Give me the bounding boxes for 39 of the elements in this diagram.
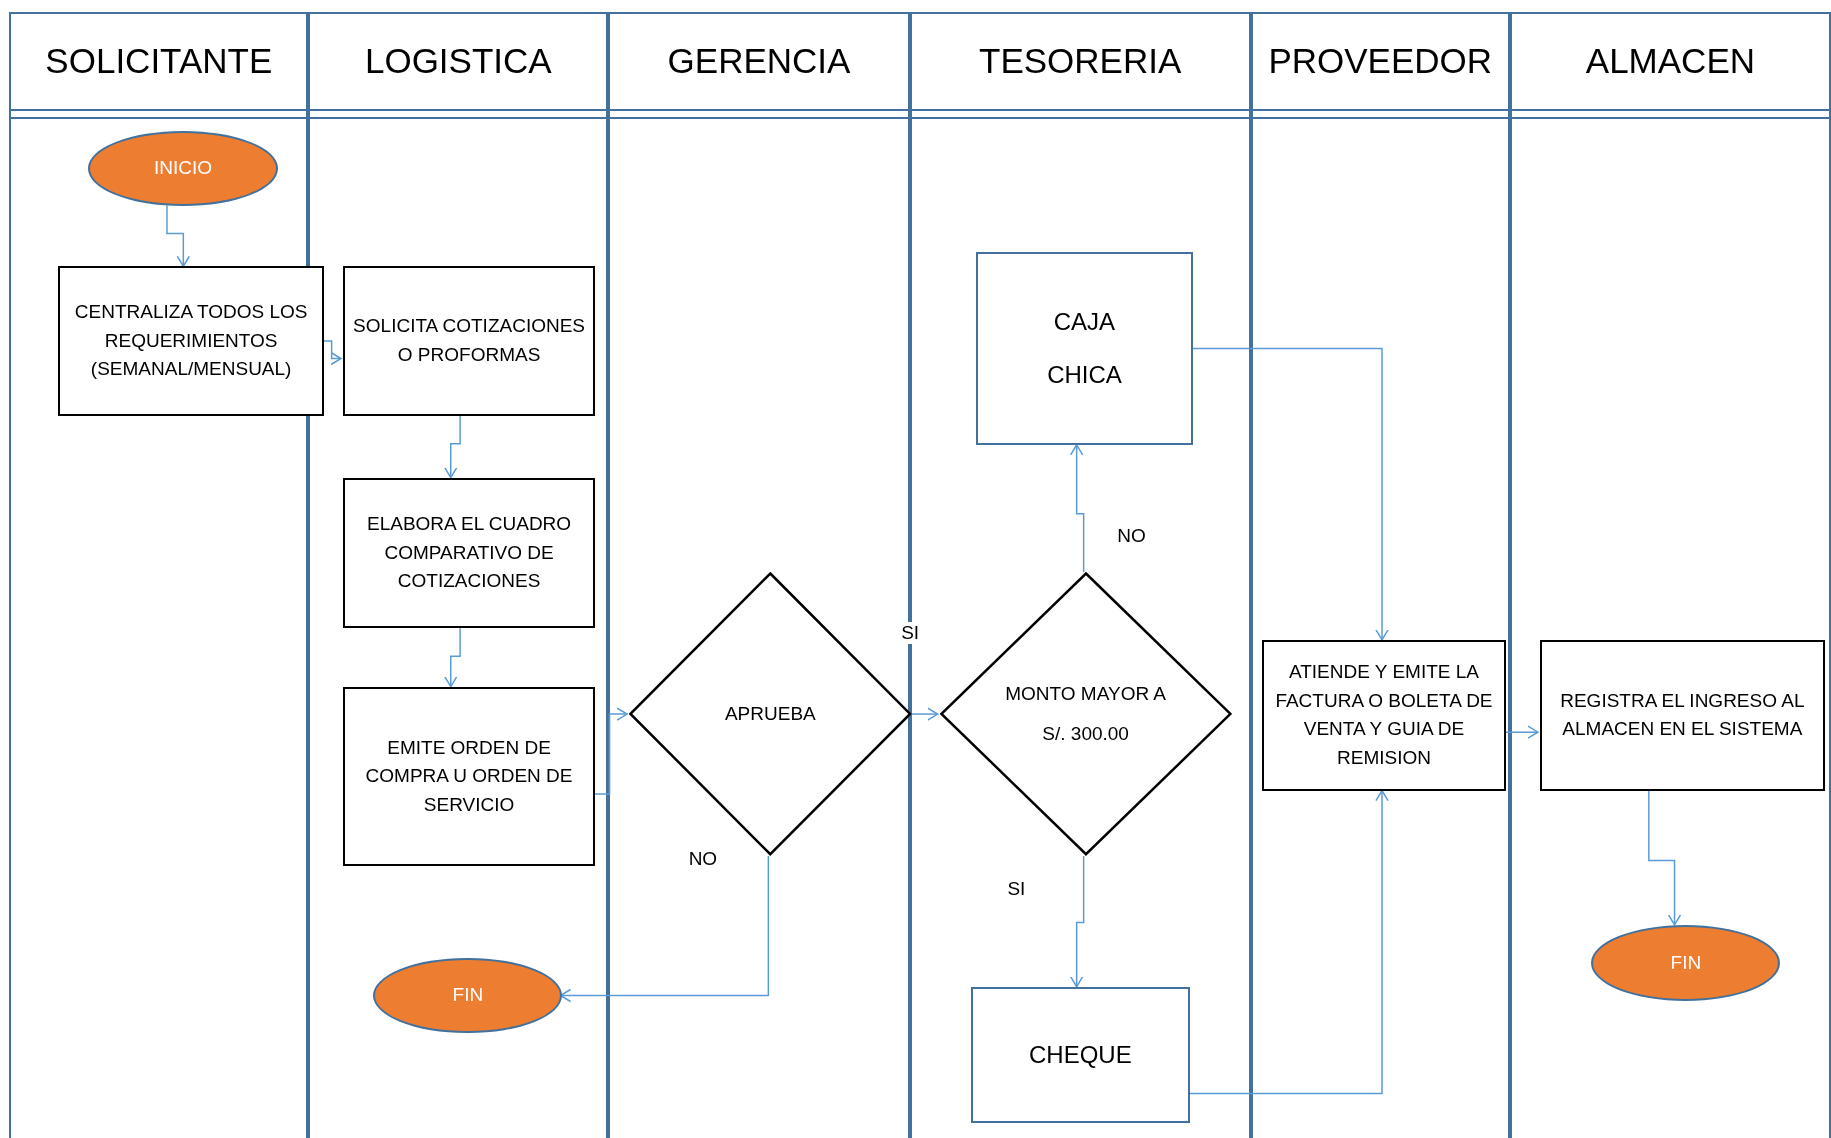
lane-header: LOGISTICA	[310, 11, 607, 111]
node-text: CAJA CHICA	[1046, 306, 1123, 390]
node-text: EMITE ORDEN DE COMPRA U ORDEN DE SERVICIO	[364, 735, 574, 817]
lane-header: TESORERIA	[911, 11, 1249, 111]
arrow	[321, 340, 342, 366]
node-text: INICIO	[153, 155, 212, 180]
process-box	[342, 266, 596, 416]
process-box	[342, 686, 596, 867]
arrow	[559, 855, 770, 1003]
arrow	[1648, 789, 1682, 926]
node-text: APRUEBA	[723, 702, 817, 727]
arrow	[444, 414, 461, 479]
process-box	[58, 266, 325, 416]
node-text: REGISTRA EL INGRESO AL ALMACEN EN EL SISTEMA	[1559, 688, 1806, 742]
arrow	[166, 204, 191, 267]
arrow	[1190, 347, 1389, 641]
node-text: SOLICITA COTIZACIONES O PROFORMAS	[352, 314, 586, 367]
node-text: ATIENDE Y EMITE LA FACTURA O BOLETA DE VENTA Y GUIA DE REMISION	[1274, 660, 1494, 770]
process-box	[971, 986, 1190, 1124]
lane-header: GERENCIA	[610, 11, 908, 111]
arrow	[1069, 444, 1085, 573]
lane-header: PROVEEDOR	[1252, 11, 1508, 111]
process-box	[1539, 639, 1825, 791]
node-text: CENTRALIZA TODOS LOS REQUERIMIENTOS (SEMANAL/MENSUAL)	[73, 300, 309, 382]
process-box	[1261, 639, 1506, 791]
node-text: FIN	[452, 983, 484, 1008]
node-text: ELABORA EL CUADRO COMPARATIVO DE COTIZACIONES	[366, 512, 573, 594]
node-text: MONTO MAYOR A S/. 300.00	[1004, 682, 1168, 747]
arrow	[908, 707, 939, 721]
node-text: FIN	[1670, 950, 1702, 975]
arrow	[1503, 725, 1539, 739]
lane-header: ALMACEN	[1511, 11, 1829, 111]
lane-header: SOLICITANTE	[11, 11, 307, 111]
arrow	[592, 707, 628, 795]
arrow	[1069, 855, 1085, 988]
process-box	[975, 252, 1194, 445]
process-box	[342, 477, 596, 629]
arrow	[444, 627, 461, 688]
node-text: CHEQUE	[1028, 1039, 1133, 1070]
